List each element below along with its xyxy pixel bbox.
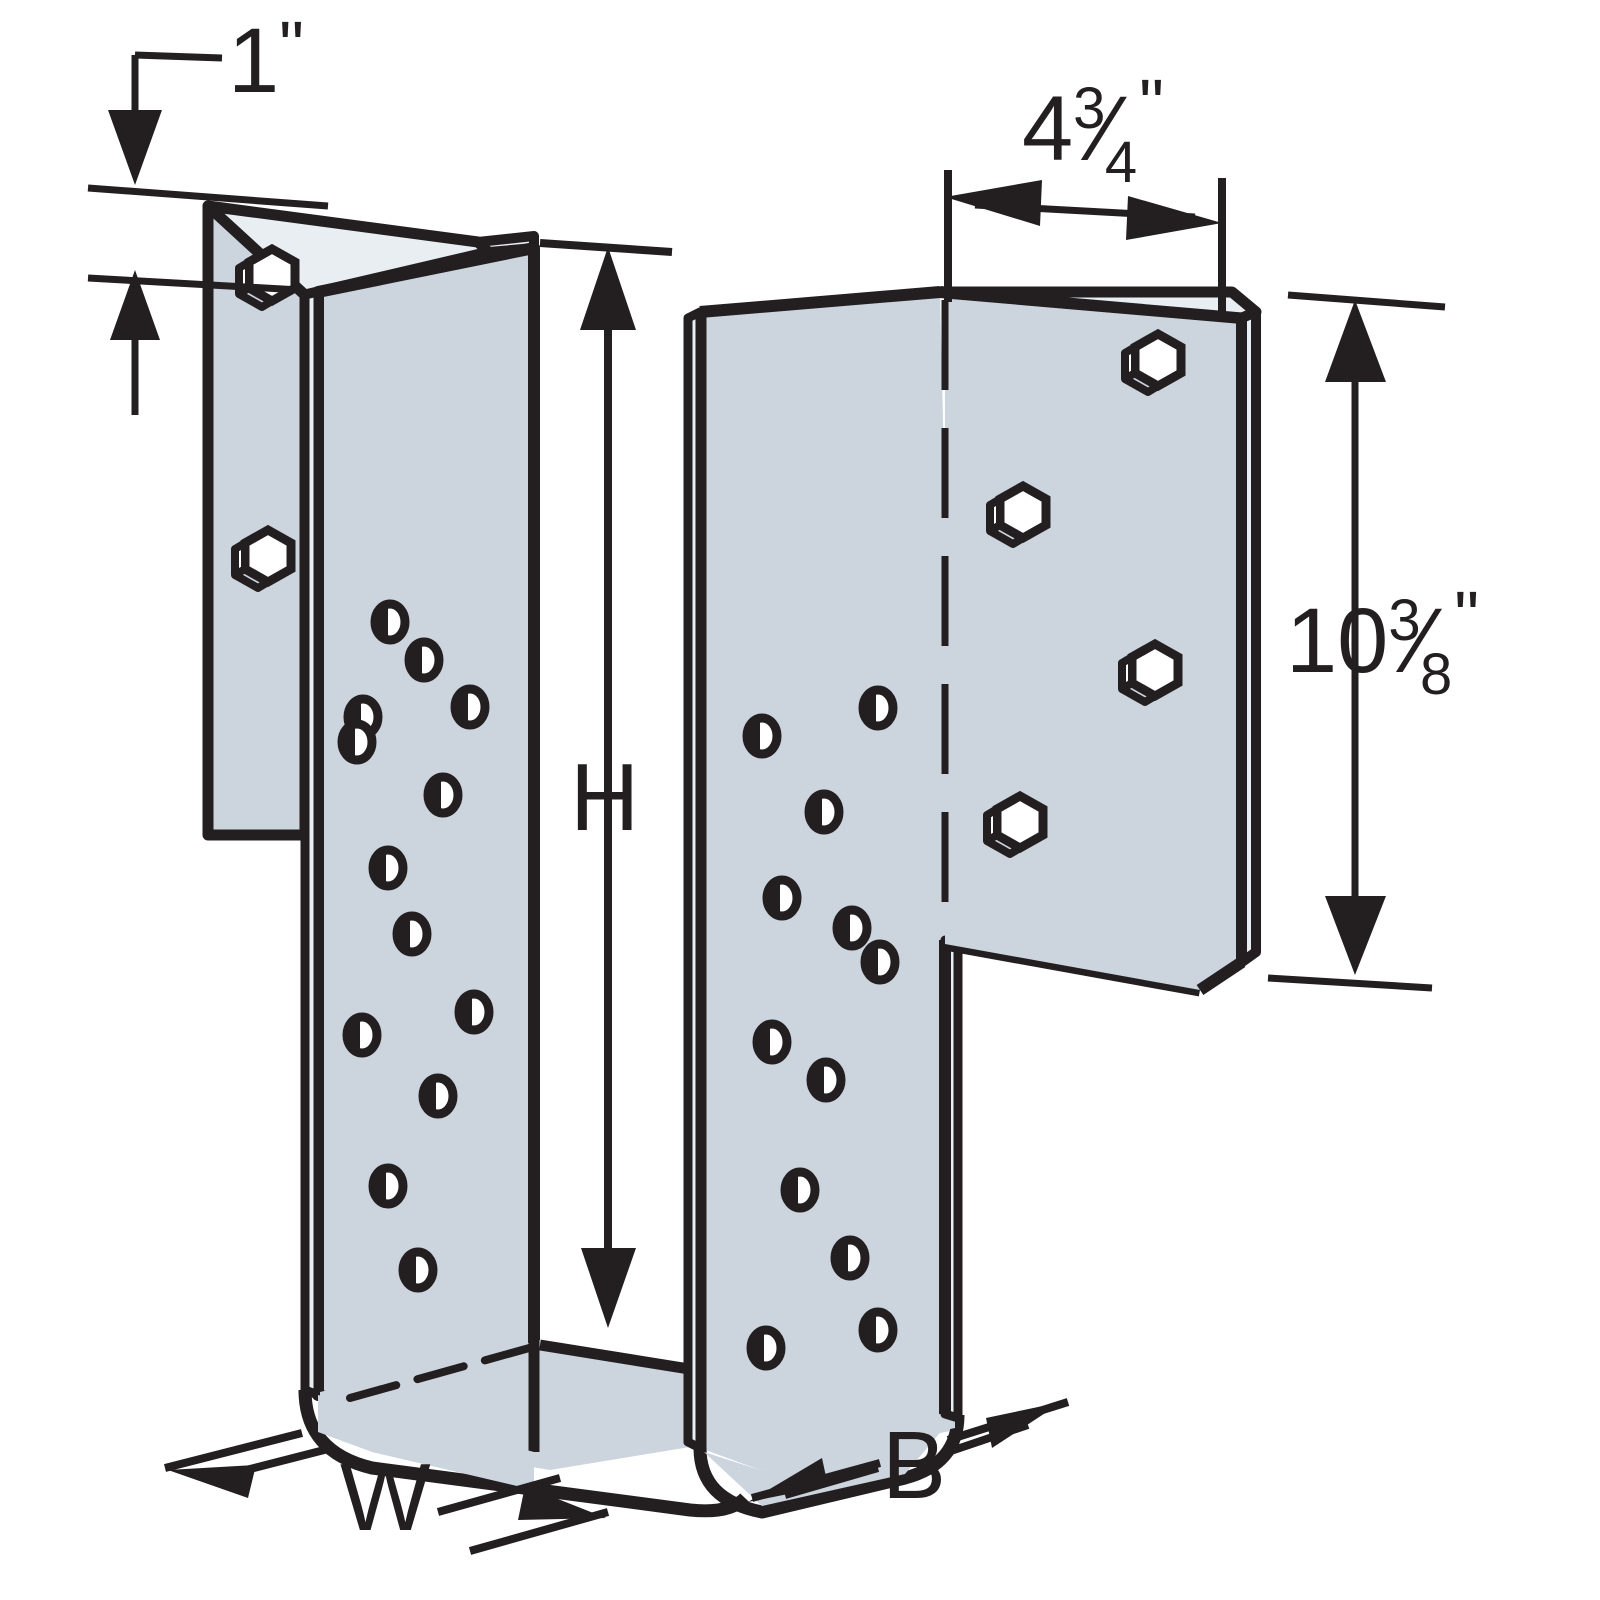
left-side-panel: [300, 242, 540, 1458]
dim-B-label: B: [882, 1412, 946, 1519]
right-back-flange: [934, 286, 1262, 995]
dimension-10-3-8in: 103⁄8": [1267, 291, 1479, 992]
dim-4-3-4in-label: 43⁄4": [1022, 65, 1164, 195]
dimension-4-3-4in: 43⁄4": [944, 65, 1226, 320]
dim-H-label: H: [570, 744, 639, 851]
dimension-W: W: [164, 1429, 610, 1555]
dimension-B: B: [748, 1398, 1070, 1519]
dim-10-3-8in-label: 103⁄8": [1286, 577, 1479, 707]
dim-W-label: W: [340, 1444, 431, 1551]
hanger-body: [202, 200, 1262, 1519]
dimension-1in: 1": [87, 7, 329, 415]
dim-1in-label: 1": [228, 7, 304, 112]
dimension-H: H: [539, 239, 673, 1328]
right-side-panel: [683, 286, 1202, 1519]
